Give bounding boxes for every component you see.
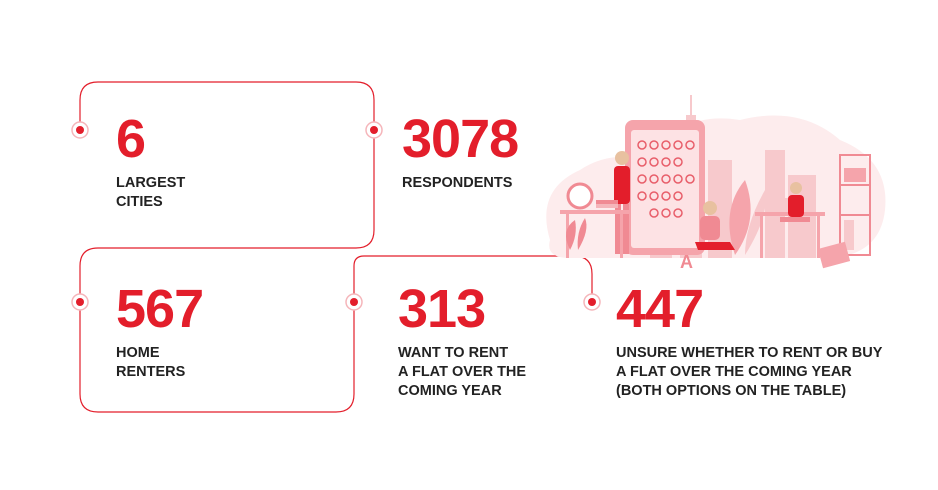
stat-label: UNSURE WHETHER TO RENT OR BUY A FLAT OVE… — [616, 345, 883, 399]
stat-label: HOME RENTERS — [116, 345, 186, 380]
stat-unsure-rent-or-buy: 447 UNSURE WHETHER TO RENT OR BUY A FLAT… — [616, 282, 882, 401]
letter-a: A — [680, 252, 693, 272]
node-markers — [71, 121, 601, 311]
node-marker-2 — [365, 121, 383, 139]
node-marker-5 — [583, 293, 601, 311]
phone-checklist — [625, 120, 705, 255]
right-desk — [755, 182, 825, 258]
connector-box-1 — [79, 81, 375, 249]
stat-number: 313 — [398, 279, 486, 339]
stat-number: 447 — [616, 279, 704, 339]
standing-person — [614, 151, 630, 254]
stat-label: RESPONDENTS — [402, 175, 513, 191]
stat-largest-cities: 6 LARGEST CITIES — [116, 112, 185, 212]
stat-label: LARGEST CITIES — [116, 175, 186, 210]
stat-want-to-rent: 313 WANT TO RENT A FLAT OVER THE COMING … — [398, 282, 526, 401]
node-marker-1 — [71, 121, 89, 139]
stat-number: 6 — [116, 109, 146, 169]
bookshelf — [839, 154, 871, 256]
stat-home-renters: 567 HOME RENTERS — [116, 279, 204, 382]
stat-number: 567 — [116, 279, 204, 339]
people-renting-city-illustration: A — [546, 95, 886, 272]
sitting-person — [695, 201, 735, 250]
papers — [817, 241, 851, 269]
plant — [566, 180, 766, 255]
stat-respondents: 3078 RESPONDENTS — [402, 109, 519, 193]
stat-label: WANT TO RENT A FLAT OVER THE COMING YEAR — [398, 345, 527, 399]
node-marker-3 — [71, 293, 89, 311]
stat-number: 3078 — [402, 109, 519, 169]
node-marker-4 — [345, 293, 363, 311]
